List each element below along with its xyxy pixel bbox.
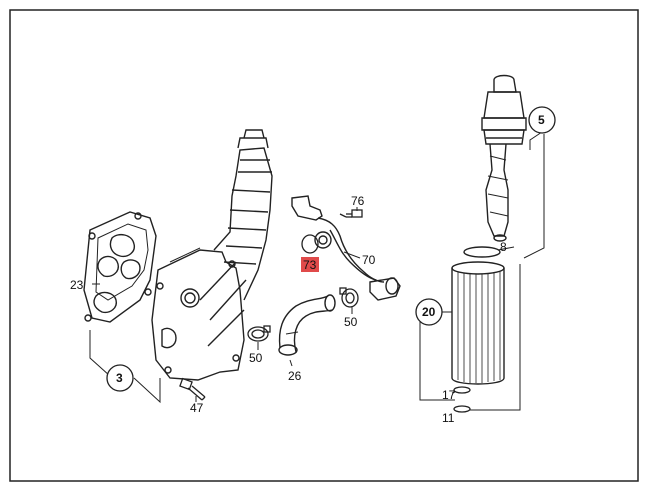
coolant-hose-26[interactable]	[278, 294, 336, 356]
hose-clamp-50-right[interactable]	[339, 287, 359, 308]
seal-ring-73[interactable]	[301, 234, 319, 254]
callout-circle-5	[528, 106, 556, 134]
leader-lines	[89, 131, 545, 411]
diagram-frame	[9, 9, 639, 482]
o-ring-8[interactable]	[463, 246, 501, 258]
callout-circle-3	[106, 364, 134, 392]
label-73: 73	[303, 258, 317, 272]
filter-element-20[interactable]	[451, 261, 505, 385]
filter-cap-5[interactable]	[481, 74, 527, 242]
label-17: 17	[442, 388, 456, 402]
label-20: 20	[422, 305, 436, 319]
seal-17[interactable]	[453, 386, 471, 394]
label-11: 11	[442, 411, 455, 425]
oil-cooler-gasket[interactable]	[83, 211, 157, 323]
label-70: 70	[362, 253, 376, 267]
label-47: 47	[190, 401, 204, 415]
label-5: 5	[538, 113, 545, 127]
bolt-47[interactable]	[179, 377, 206, 401]
label-50-right: 50	[344, 315, 358, 329]
hose-clamp-50-left[interactable]	[247, 325, 271, 342]
bolt-76[interactable]	[339, 209, 363, 218]
seal-11[interactable]	[453, 405, 471, 413]
label-26: 26	[288, 369, 302, 383]
callout-circle-20	[415, 298, 443, 326]
label-76: 76	[351, 194, 365, 208]
oil-filter-housing[interactable]	[151, 129, 273, 381]
label-8: 8	[500, 240, 507, 254]
label-23: 23	[70, 278, 84, 292]
label-50-left: 50	[249, 351, 263, 365]
pipe-70[interactable]	[291, 195, 401, 301]
highlight-73[interactable]	[301, 257, 319, 272]
label-3: 3	[116, 371, 123, 385]
